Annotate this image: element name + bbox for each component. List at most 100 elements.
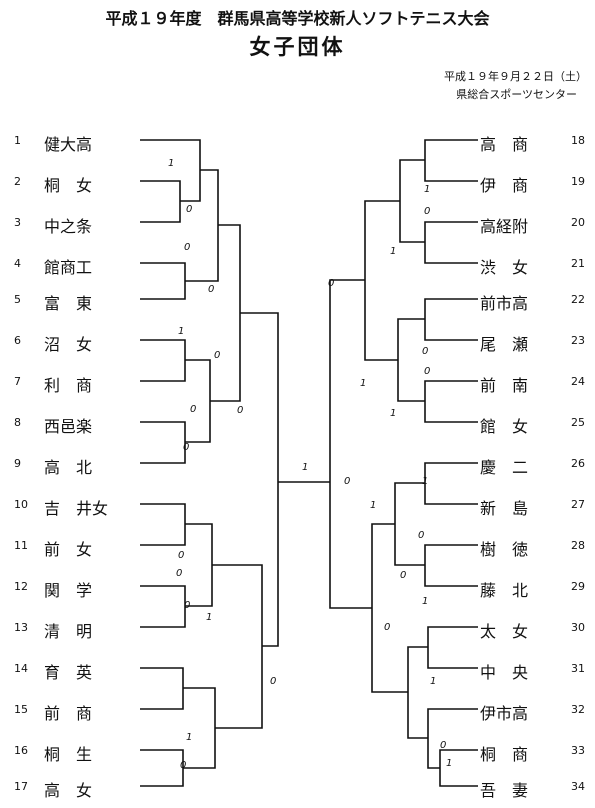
bracket-line [183, 687, 216, 769]
seed-number: 8 [14, 416, 21, 429]
score-mark: 0 [176, 568, 183, 579]
seed-number: 6 [14, 334, 21, 347]
score-mark: 0 [237, 405, 244, 416]
seed-number: 17 [14, 780, 28, 793]
bracket-line [160, 180, 181, 223]
team-name: 樹 徳 [480, 540, 529, 559]
team-name: 前 南 [480, 376, 529, 395]
score-mark: 0 [214, 350, 221, 361]
bracket-line [424, 139, 455, 182]
seed-number: 15 [14, 703, 28, 716]
score-mark: 0 [422, 346, 429, 357]
seed-number: 11 [14, 539, 28, 552]
seed-number: 12 [14, 580, 28, 593]
bracket-line [210, 224, 241, 402]
bracket-line [424, 221, 455, 264]
seed-number: 32 [571, 703, 585, 716]
score-mark: 1 [168, 158, 175, 169]
team-name: 桐 女 [44, 176, 93, 195]
bracket-line [371, 523, 408, 693]
seed-number: 34 [571, 780, 585, 793]
score-mark: 1 [186, 732, 193, 743]
seed-number: 31 [571, 662, 585, 675]
team-name: 前市高 [480, 294, 529, 313]
seed-number: 23 [571, 334, 585, 347]
bracket-line [424, 298, 455, 341]
seed-number: 30 [571, 621, 585, 634]
score-mark: 0 [184, 242, 191, 253]
team-name: 高 女 [44, 781, 93, 800]
score-mark: 1 [424, 184, 431, 195]
seed-number: 22 [571, 293, 585, 306]
page-title: 平成１９年度 群馬県高等学校新人ソフトテニス大会 [105, 9, 490, 28]
team-name: 関 学 [44, 581, 93, 600]
bracket-line [399, 159, 425, 243]
bracket-line [427, 626, 455, 669]
team-name: 西邑楽 [44, 417, 93, 436]
bracket-line [212, 564, 263, 729]
seed-number: 9 [14, 457, 21, 470]
score-mark: 0 [183, 442, 190, 453]
seed-number: 1 [14, 134, 21, 147]
seed-number: 18 [571, 134, 585, 147]
score-mark: 0 [418, 530, 425, 541]
seed-number: 2 [14, 175, 21, 188]
team-name: 太 女 [480, 622, 529, 641]
seed-number: 14 [14, 662, 28, 675]
score-mark: 0 [180, 760, 187, 771]
event-date: 平成１９年９月２２日（土） [444, 70, 587, 83]
score-mark: 0 [400, 570, 407, 581]
seed-number: 28 [571, 539, 585, 552]
seed-number: 16 [14, 744, 28, 757]
score-mark: 1 [370, 500, 377, 511]
team-name: 伊市高 [480, 704, 529, 723]
bracket-line [185, 169, 219, 282]
seed-number: 24 [571, 375, 585, 388]
bracket-line [160, 262, 186, 300]
bracket-line [160, 585, 186, 628]
seed-number: 3 [14, 216, 21, 229]
score-mark: 0 [186, 204, 193, 215]
seed-number: 4 [14, 257, 21, 270]
score-mark: 1 [178, 326, 185, 337]
score-mark: 0 [208, 284, 215, 295]
seed-number: 7 [14, 375, 21, 388]
score-mark: 1 [302, 462, 309, 473]
score-mark: 0 [424, 366, 431, 377]
team-name: 高 商 [480, 135, 529, 154]
bracket-line [329, 279, 372, 609]
bracket-line [424, 544, 455, 587]
team-name: 館 女 [480, 417, 529, 436]
team-name: 高経附 [480, 217, 529, 236]
bracket-line [185, 523, 213, 607]
seed-number: 33 [571, 744, 585, 757]
score-mark: 0 [344, 476, 351, 487]
score-mark: 1 [430, 676, 437, 687]
team-name: 伊 商 [480, 176, 529, 195]
team-name: 高 北 [44, 458, 93, 477]
page-subtitle: 女子団体 [249, 35, 346, 59]
team-name: 清 明 [44, 622, 93, 641]
score-mark: 0 [440, 740, 447, 751]
bracket-line [185, 359, 211, 443]
team-name: 健大高 [44, 135, 93, 154]
score-mark: 1 [390, 408, 397, 419]
seed-number: 20 [571, 216, 585, 229]
team-name: 慶 二 [480, 458, 529, 477]
bracket-line [240, 312, 279, 647]
score-mark: 0 [270, 676, 277, 687]
bracket-line [160, 421, 186, 464]
team-name: 新 島 [480, 499, 529, 518]
team-name: 桐 商 [480, 745, 529, 764]
seed-number: 13 [14, 621, 28, 634]
event-venue: 県総合スポーツセンター [456, 88, 577, 101]
score-mark: 1 [206, 612, 213, 623]
seed-number: 19 [571, 175, 585, 188]
bracket-line [160, 339, 186, 382]
bracket-line [394, 482, 425, 566]
bracket-line [364, 200, 400, 361]
seed-number: 10 [14, 498, 28, 511]
score-mark: 1 [446, 758, 453, 769]
seed-number: 5 [14, 293, 21, 306]
